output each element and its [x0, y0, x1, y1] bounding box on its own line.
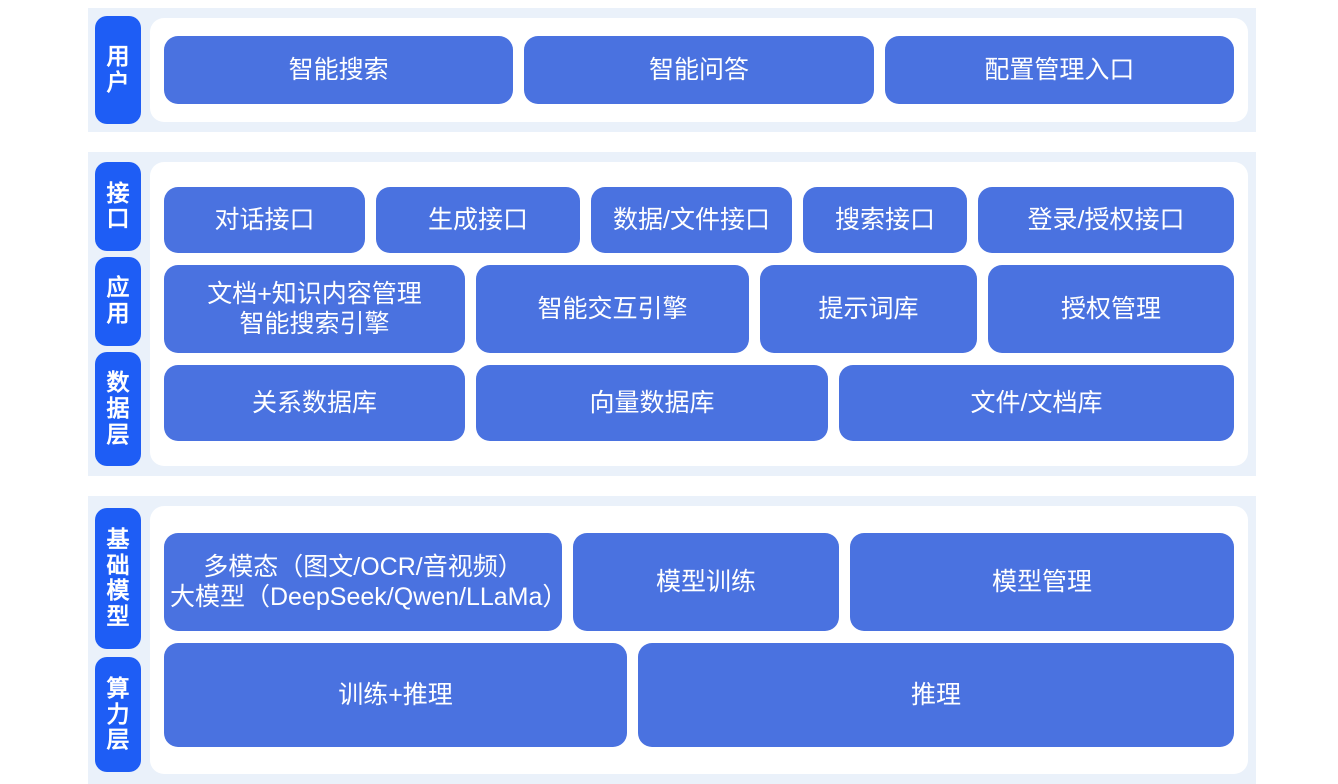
- side-label-compute-layer-text: 算力层: [106, 674, 130, 753]
- row-compute-layer: 训练+推理 推理: [164, 643, 1234, 747]
- row-foundation-model: 多模态（图文/OCR/音视频） 大模型（DeepSeek/Qwen/LLaMa）…: [164, 533, 1234, 631]
- node-prompt-library[interactable]: 提示词库: [760, 265, 977, 353]
- node-inference[interactable]: 推理: [638, 643, 1234, 747]
- side-label-foundation-model: 基础模型: [95, 508, 141, 649]
- side-label-data-layer: 数据层: [95, 351, 141, 466]
- node-config-management-entry[interactable]: 配置管理入口: [884, 36, 1234, 104]
- node-smart-search[interactable]: 智能搜索: [164, 36, 514, 104]
- row-data-layer: 关系数据库 向量数据库 文件/文档库: [164, 365, 1234, 441]
- section-user: 用户 智能搜索 智能问答 配置管理入口: [88, 8, 1256, 132]
- row-application: 文档+知识内容管理 智能搜索引擎 智能交互引擎 提示词库 授权管理: [164, 265, 1234, 353]
- node-training-and-inference[interactable]: 训练+推理: [164, 643, 627, 747]
- side-label-foundation-model-text: 基础模型: [106, 525, 130, 630]
- node-multimodal-large-model[interactable]: 多模态（图文/OCR/音视频） 大模型（DeepSeek/Qwen/LLaMa）: [164, 533, 567, 631]
- side-label-interface: 接口: [95, 162, 141, 251]
- node-login-auth-api[interactable]: 登录/授权接口: [978, 187, 1234, 253]
- section-middle-panel: 对话接口 生成接口 数据/文件接口 搜索接口 登录/授权接口 文档+知识内容管理…: [150, 162, 1248, 466]
- node-smart-qa[interactable]: 智能问答: [524, 36, 874, 104]
- node-model-management[interactable]: 模型管理: [850, 533, 1234, 631]
- side-label-user-text: 用户: [106, 43, 130, 95]
- node-smart-interaction-engine[interactable]: 智能交互引擎: [476, 265, 749, 353]
- node-file-document-store[interactable]: 文件/文档库: [839, 365, 1234, 441]
- node-generation-api[interactable]: 生成接口: [376, 187, 580, 253]
- node-vector-database[interactable]: 向量数据库: [476, 365, 828, 441]
- section-user-panel: 智能搜索 智能问答 配置管理入口: [150, 18, 1248, 122]
- node-dialog-api[interactable]: 对话接口: [164, 187, 365, 253]
- section-middle: 接口 应用 数据层 对话接口 生成接口 数据/文件接口 搜索接口 登录/授权接口…: [88, 152, 1256, 476]
- row-interface: 对话接口 生成接口 数据/文件接口 搜索接口 登录/授权接口: [164, 187, 1234, 253]
- section-foundation-rail: 基础模型 算力层: [88, 496, 148, 784]
- side-label-data-layer-text: 数据层: [106, 369, 130, 447]
- side-label-application-text: 应用: [106, 274, 130, 327]
- section-middle-rail: 接口 应用 数据层: [88, 152, 148, 476]
- row-user-entries: 智能搜索 智能问答 配置管理入口: [164, 36, 1234, 104]
- section-foundation: 基础模型 算力层 多模态（图文/OCR/音视频） 大模型（DeepSeek/Qw…: [88, 496, 1256, 784]
- node-document-knowledge-management[interactable]: 文档+知识内容管理 智能搜索引擎: [164, 265, 465, 353]
- node-relational-database[interactable]: 关系数据库: [164, 365, 465, 441]
- node-data-file-api[interactable]: 数据/文件接口: [591, 187, 792, 253]
- side-label-compute-layer: 算力层: [95, 656, 141, 772]
- section-foundation-panel: 多模态（图文/OCR/音视频） 大模型（DeepSeek/Qwen/LLaMa）…: [150, 506, 1248, 774]
- node-model-training[interactable]: 模型训练: [573, 533, 839, 631]
- section-user-rail: 用户: [88, 8, 148, 132]
- node-authorization-management[interactable]: 授权管理: [988, 265, 1234, 353]
- node-search-api[interactable]: 搜索接口: [803, 187, 967, 253]
- side-label-interface-text: 接口: [106, 179, 130, 232]
- side-label-application: 应用: [95, 256, 141, 346]
- side-label-user: 用户: [95, 16, 141, 124]
